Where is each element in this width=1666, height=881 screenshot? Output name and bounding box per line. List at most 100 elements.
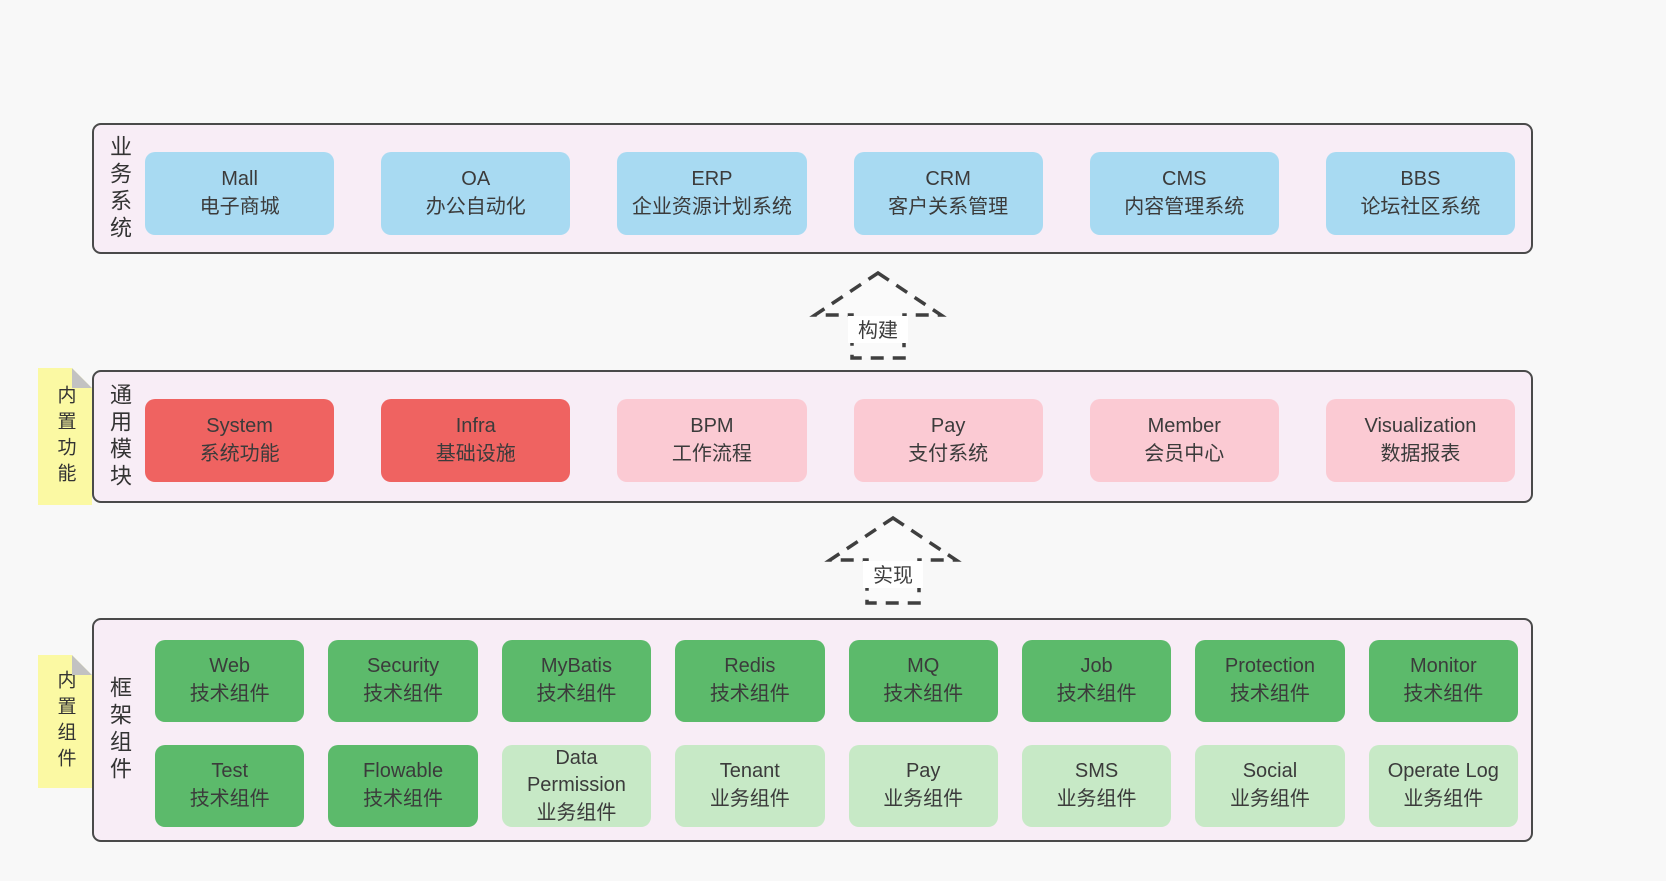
component-name: Web bbox=[209, 655, 251, 678]
component-box-social: Social 业务组件 bbox=[1195, 745, 1345, 827]
sticky-note-built-in-features: 内置功能 bbox=[38, 368, 92, 505]
module-name: OA bbox=[461, 167, 491, 190]
component-name: Data Permission bbox=[526, 746, 626, 797]
module-box-mall: Mall 电子商城 bbox=[145, 152, 335, 235]
component-name: MyBatis bbox=[540, 655, 612, 678]
module-name: Mall bbox=[221, 167, 258, 190]
component-box-redis: Redis 技术组件 bbox=[675, 640, 825, 722]
component-desc: 技术组件 bbox=[883, 683, 964, 705]
module-box-member: Member 会员中心 bbox=[1089, 399, 1279, 482]
common-modules-row: System 系统功能 Infra 基础设施 BPM 工作流程 Pay 支付系统… bbox=[145, 399, 1516, 482]
section-framework-components: 框架组件 Web 技术组件 Security 技术组件 MyBatis 技术组件… bbox=[92, 618, 1533, 842]
component-desc: 业务组件 bbox=[709, 788, 790, 810]
component-desc: 业务组件 bbox=[1056, 788, 1137, 810]
up-arrow-shape bbox=[824, 515, 962, 605]
framework-components-row-1: Web 技术组件 Security 技术组件 MyBatis 技术组件 Redi… bbox=[155, 640, 1518, 722]
module-desc: 办公自动化 bbox=[425, 195, 526, 218]
component-name: Tenant bbox=[719, 760, 780, 783]
component-desc: 业务组件 bbox=[883, 788, 964, 810]
component-desc: 技术组件 bbox=[363, 683, 444, 705]
component-desc: 业务组件 bbox=[536, 801, 617, 824]
component-box-security: Security 技术组件 bbox=[328, 640, 478, 722]
component-name: Job bbox=[1080, 655, 1113, 678]
arrow-label: 实现 bbox=[873, 564, 913, 587]
module-box-erp: ERP 企业资源计划系统 bbox=[617, 152, 807, 235]
module-box-system: System 系统功能 bbox=[145, 399, 335, 482]
component-box-web: Web 技术组件 bbox=[155, 640, 305, 722]
module-box-visualization: Visualization 数据报表 bbox=[1325, 399, 1516, 482]
component-desc: 技术组件 bbox=[536, 683, 617, 705]
module-desc: 客户关系管理 bbox=[888, 195, 1009, 218]
folded-corner-icon bbox=[72, 655, 92, 675]
sticky-note-label: 内置功能 bbox=[54, 384, 76, 489]
module-name: ERP bbox=[691, 167, 733, 190]
module-box-infra: Infra 基础设施 bbox=[381, 399, 571, 482]
module-desc: 企业资源计划系统 bbox=[631, 195, 792, 218]
section-label: 通用模块 bbox=[107, 382, 132, 491]
component-box-pay: Pay 业务组件 bbox=[848, 745, 998, 827]
component-desc: 技术组件 bbox=[1403, 683, 1484, 705]
up-arrow-shape bbox=[809, 270, 947, 360]
module-name: CMS bbox=[1162, 167, 1207, 190]
arrow-label-background bbox=[848, 316, 908, 343]
component-desc: 业务组件 bbox=[1403, 788, 1484, 810]
module-name: Pay bbox=[930, 414, 966, 437]
business-systems-row: Mall 电子商城 OA 办公自动化 ERP 企业资源计划系统 CRM 客户关系… bbox=[145, 152, 1516, 235]
section-label: 业务系统 bbox=[107, 134, 132, 243]
module-name: BBS bbox=[1400, 167, 1441, 190]
component-box-protection: Protection 技术组件 bbox=[1195, 640, 1345, 722]
component-desc: 技术组件 bbox=[189, 683, 270, 705]
component-box-mybatis: MyBatis 技术组件 bbox=[501, 640, 652, 722]
module-desc: 工作流程 bbox=[671, 442, 752, 465]
component-box-monitor: Monitor 技术组件 bbox=[1368, 640, 1518, 722]
component-desc: 技术组件 bbox=[1056, 683, 1137, 705]
module-box-crm: CRM 客户关系管理 bbox=[853, 152, 1043, 235]
module-desc: 系统功能 bbox=[199, 442, 280, 465]
component-name: Protection bbox=[1224, 655, 1315, 678]
component-box-test: Test 技术组件 bbox=[155, 745, 305, 827]
module-box-bbs: BBS 论坛社区系统 bbox=[1325, 152, 1516, 235]
module-desc: 会员中心 bbox=[1144, 442, 1225, 465]
sticky-note-label: 内置组件 bbox=[54, 669, 76, 774]
component-name: Flowable bbox=[363, 760, 444, 783]
folded-corner-icon bbox=[72, 368, 92, 388]
module-box-pay: Pay 支付系统 bbox=[853, 399, 1043, 482]
module-name: Infra bbox=[455, 414, 496, 437]
component-box-mq: MQ 技术组件 bbox=[848, 640, 998, 722]
module-name: Visualization bbox=[1364, 414, 1477, 437]
component-box-operate-log: Operate Log 业务组件 bbox=[1368, 745, 1518, 827]
component-name: Redis bbox=[724, 655, 776, 678]
component-box-tenant: Tenant 业务组件 bbox=[675, 745, 825, 827]
component-name: Pay bbox=[905, 760, 941, 783]
section-common-modules: 通用模块 System 系统功能 Infra 基础设施 BPM 工作流程 Pay… bbox=[92, 370, 1533, 503]
component-desc: 技术组件 bbox=[363, 788, 444, 810]
section-label-wrap: 框架组件 bbox=[102, 620, 136, 840]
module-desc: 支付系统 bbox=[908, 442, 989, 465]
section-label-wrap: 业务系统 bbox=[102, 125, 136, 252]
component-desc: 技术组件 bbox=[709, 683, 790, 705]
component-box-data-permission: Data Permission 业务组件 bbox=[501, 745, 652, 827]
section-label: 框架组件 bbox=[107, 676, 132, 784]
component-name: MQ bbox=[907, 655, 940, 678]
module-name: Member bbox=[1147, 414, 1221, 437]
component-desc: 技术组件 bbox=[189, 788, 270, 810]
component-desc: 业务组件 bbox=[1229, 788, 1310, 810]
component-name: Monitor bbox=[1409, 655, 1477, 678]
module-name: BPM bbox=[690, 414, 734, 437]
dashed-up-arrow-build: 构建 bbox=[809, 270, 947, 360]
component-name: Social bbox=[1242, 760, 1298, 783]
component-desc: 技术组件 bbox=[1229, 683, 1310, 705]
section-business-systems: 业务系统 Mall 电子商城 OA 办公自动化 ERP 企业资源计划系统 CRM… bbox=[92, 123, 1533, 254]
arrow-label-background bbox=[863, 561, 923, 588]
component-name: Operate Log bbox=[1387, 760, 1499, 783]
module-desc: 数据报表 bbox=[1380, 442, 1461, 465]
module-box-oa: OA 办公自动化 bbox=[381, 152, 571, 235]
module-name: System bbox=[206, 414, 273, 437]
section-label-wrap: 通用模块 bbox=[102, 372, 136, 501]
module-desc: 内容管理系统 bbox=[1124, 195, 1245, 218]
dashed-up-arrow-implement: 实现 bbox=[824, 515, 962, 605]
component-name: Test bbox=[211, 760, 249, 783]
module-desc: 电子商城 bbox=[199, 195, 280, 218]
framework-components-row-2: Test 技术组件 Flowable 技术组件 Data Permission … bbox=[155, 745, 1518, 827]
sticky-note-built-in-components: 内置组件 bbox=[38, 655, 92, 788]
